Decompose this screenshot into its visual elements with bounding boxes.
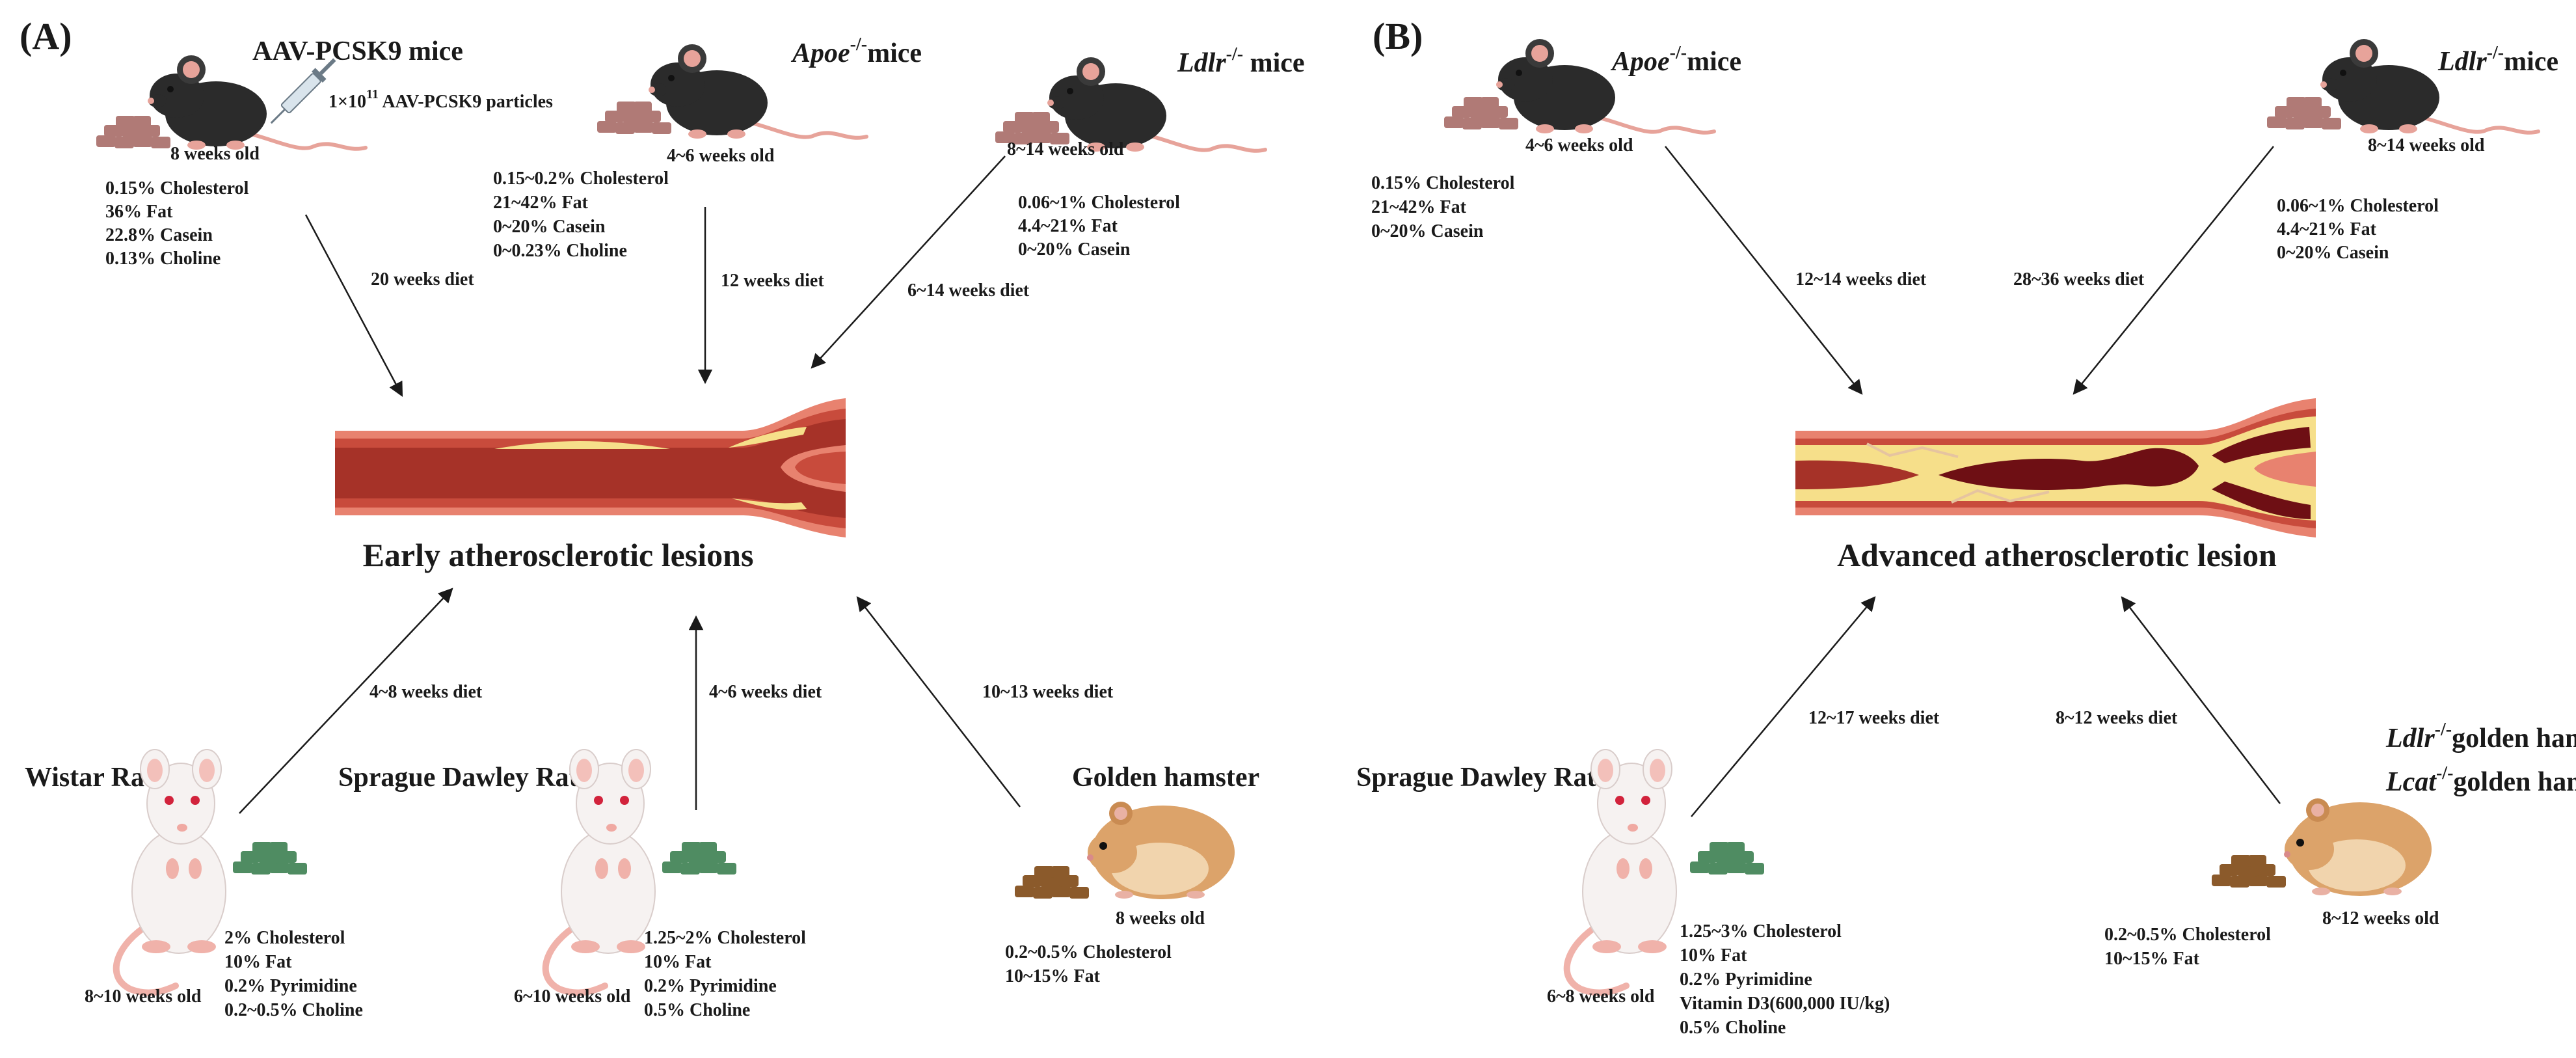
sd-diet-list-b: 1.25~3% Cholesterol 10% Fat 0.2% Pyrimid… [1680,921,1894,1038]
chow-pile-icon [1444,97,1518,129]
chow-pile-icon [233,842,307,875]
sd-rat-group-a: Sprague Dawley Rat 6~10 weeks old 1.25~2… [338,750,811,1020]
arrow-wistar-to-lesion [239,588,453,814]
hamster-group-b: Ldlr-/-golden hamster Lcat-/-golden hams… [2104,720,2576,969]
ldlr-diet-list-b: 0.06~1% Cholesterol 4.4~21% Fat 0~20% Ca… [2277,196,2443,263]
ldlr-age-b: 8~14 weeks old [2368,135,2485,156]
advanced-lesion-title: Advanced atherosclerotic lesion [1837,537,2277,573]
apoe-diet-list-b: 0.15% Cholesterol 21~42% Fat 0~20% Casei… [1371,173,1519,241]
panel-a-label: (A) [20,15,72,57]
apoe-diet-list-a: 0.15~0.2% Cholesterol 21~42% Fat 0~20% C… [493,169,673,261]
black-mouse-icon [1047,57,1265,152]
hamster-arrow-label: 10~13 weeks diet [982,682,1114,702]
apoe-title-a: Apoe-/-mice [790,34,922,68]
apoe-arrow-label-a: 12 weeks diet [721,271,824,291]
chow-pile-icon [597,102,671,134]
ldlr-title-a: Ldlr-/- mice [1177,44,1305,78]
ldlr-arrow-label-a: 6~14 weeks diet [907,280,1030,301]
aav-age: 8 weeks old [170,144,260,164]
apoe-title-b: Apoe-/-mice [1610,43,1741,77]
arrow-ldlr-to-lesion-a [811,156,1006,369]
wistar-rat-group: Wistar Rat 8~10 weeks old 2% Cholesterol… [25,750,363,1020]
sd-age-a: 6~10 weeks old [514,986,631,1007]
apoe-arrow-label-b: 12~14 weeks diet [1795,269,1927,290]
apoe-mouse-group-a: Apoe-/-mice 4~6 weeks old 0.15~0.2% Chol… [493,34,922,261]
ldlr-hamster-title: Ldlr-/-golden hamster [2385,720,2576,753]
aav-pcsk9-title: AAV-PCSK9 mice [252,36,463,66]
apoe-age-a: 4~6 weeks old [667,146,775,166]
arrow-hamster-to-lesion [856,596,1021,807]
plaque-deposit [494,441,670,449]
hamster-group-a: Golden hamster 8 weeks old 0.2~0.5% Chol… [1005,763,1259,986]
thrombus-deposit [1939,448,2199,491]
panel-b-label: (B) [1373,15,1423,57]
ldlr-title-b: Ldlr-/-mice [2437,43,2558,77]
hamster-diet-list-a: 0.2~0.5% Cholesterol 10~15% Fat [1005,942,1176,986]
aav-arrow-label: 20 weeks diet [371,269,474,290]
sd-arrow-label-b: 12~17 weeks diet [1808,708,1940,728]
arrow-hamster-to-lesion-b [2121,596,2281,804]
chow-pile-icon [1015,866,1089,899]
sd-title-a: Sprague Dawley Rat [338,763,578,793]
hamster-icon [1087,802,1235,899]
wistar-title: Wistar Rat [25,763,154,793]
sd-title-b: Sprague Dawley Rat [1356,763,1596,793]
ldlr-arrow-label-b: 28~36 weeks diet [2013,269,2145,290]
aav-diet-list: 0.15% Cholesterol 36% Fat 22.8% Casein 0… [105,178,253,269]
early-lesion-title: Early atherosclerotic lesions [363,537,754,573]
ldlr-mouse-group-a: Ldlr-/- mice 8~14 weeks old 0.06~1% Chol… [995,44,1305,260]
hamster-diet-list-b: 0.2~0.5% Cholesterol 10~15% Fat [2104,925,2275,969]
aav-injection-label: 1×1011 AAV-PCSK9 particles [329,87,553,112]
aav-pcsk9-mouse-group: AAV-PCSK9 mice 1×1011 AAV-PCSK9 particle… [96,36,553,269]
ldlr-mouse-group-b: Ldlr-/-mice 8~14 weeks old 0.06~1% Chole… [2267,39,2558,263]
arrow-apoe-to-lesion-b [1665,146,1863,395]
plaque-deposit [732,498,807,510]
ldlr-age-a: 8~14 weeks old [1007,139,1124,159]
apoe-age-b: 4~6 weeks old [1525,135,1633,156]
wistar-arrow-label: 4~8 weeks diet [369,682,483,702]
hamster-arrow-label-b: 8~12 weeks diet [2056,708,2178,728]
hamster-age-b: 8~12 weeks old [2322,908,2439,929]
syringe-icon [270,58,336,124]
plaque-deposit [729,427,807,448]
chow-pile-icon [96,116,170,148]
sd-arrow-label-a: 4~6 weeks diet [709,682,822,702]
advanced-lesion-artery [1795,398,2316,537]
wistar-age: 8~10 weeks old [85,986,202,1007]
wistar-diet-list: 2% Cholesterol 10% Fat 0.2% Pyrimidine 0… [224,928,363,1020]
chow-pile-icon [2212,855,2286,888]
hamster-age-a: 8 weeks old [1116,908,1205,929]
chow-pile-icon [2267,97,2341,129]
arrow-ldlr-to-lesion-b [2073,146,2274,395]
arrow-aav-to-lesion [304,214,403,397]
sd-age-b: 6~8 weeks old [1547,986,1655,1007]
sd-rat-group-b: Sprague Dawley Rat 6~8 weeks old 1.25~3%… [1356,750,1894,1038]
apoe-mouse-group-b: Apoe-/-mice 4~6 weeks old 0.15% Choleste… [1371,39,1741,241]
chow-pile-icon [1690,842,1764,875]
chow-pile-icon [662,842,736,875]
ldlr-diet-list-a: 0.06~1% Cholesterol 4.4~21% Fat 0~20% Ca… [1018,193,1185,260]
arrow-sd-to-lesion-b [1691,596,1876,817]
early-lesion-artery [335,398,846,537]
hamster-icon [2284,798,2432,896]
lcat-hamster-title: Lcat-/-golden hamster [2385,763,2576,797]
sd-diet-list-a: 1.25~2% Cholesterol 10% Fat 0.2% Pyrimid… [644,928,811,1020]
hamster-title-a: Golden hamster [1072,763,1259,793]
